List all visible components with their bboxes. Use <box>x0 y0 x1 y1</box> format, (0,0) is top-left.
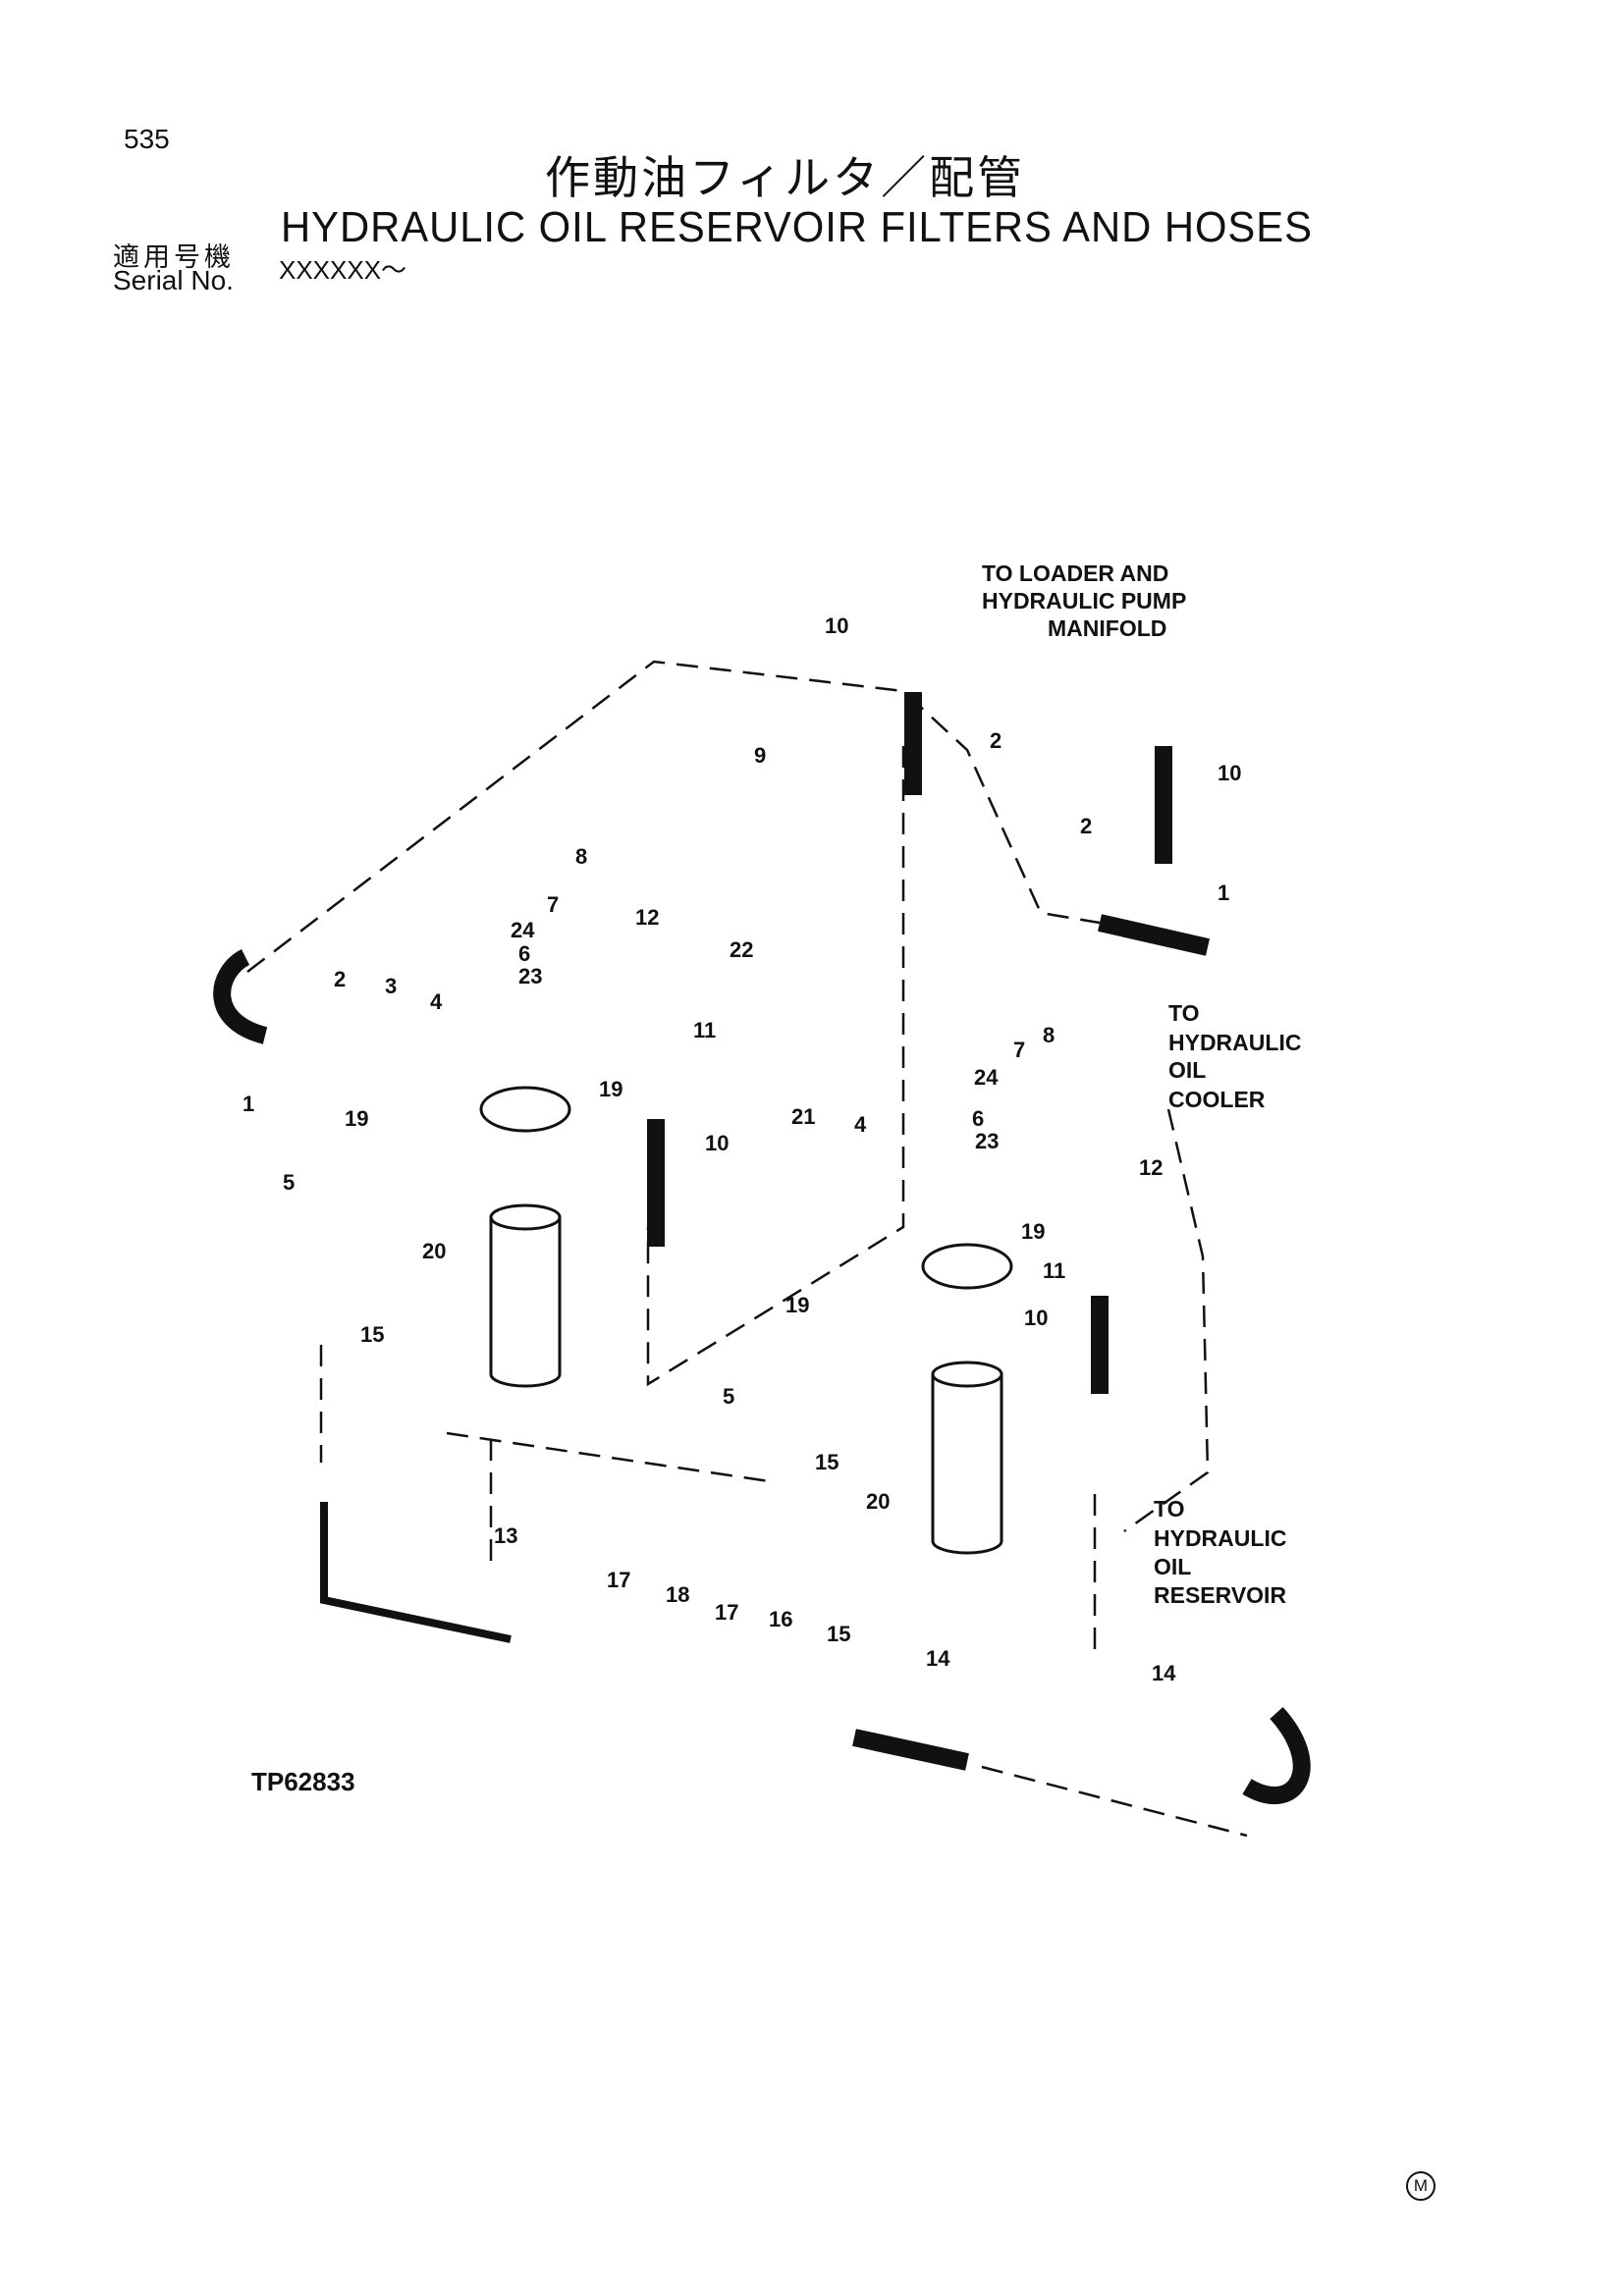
callout-24: 24 <box>974 1065 999 1090</box>
callout-17: 17 <box>607 1568 630 1592</box>
note-to-loader: TO LOADER AND <box>982 561 1168 586</box>
callout-19: 19 <box>345 1106 368 1131</box>
callout-4: 4 <box>854 1112 867 1137</box>
note-to-cooler: TO <box>1168 1000 1200 1026</box>
callout-19: 19 <box>785 1293 809 1317</box>
callout-19: 19 <box>599 1077 623 1101</box>
callout-7: 7 <box>1013 1038 1025 1062</box>
note-to-reservoir: OIL <box>1154 1554 1191 1579</box>
callout-8: 8 <box>575 844 587 869</box>
callout-10: 10 <box>705 1131 729 1155</box>
callout-12: 12 <box>635 905 659 930</box>
callout-10: 10 <box>1218 761 1241 785</box>
note-to-loader: MANIFOLD <box>1048 615 1166 641</box>
callout-13: 13 <box>494 1523 517 1548</box>
callout-20: 20 <box>422 1239 446 1263</box>
connection-lines <box>246 660 1248 1838</box>
callout-15: 15 <box>827 1622 850 1646</box>
note-to-loader: HYDRAULIC PUMP <box>982 588 1186 614</box>
callout-23: 23 <box>518 964 542 988</box>
callout-14: 14 <box>1152 1661 1176 1685</box>
serial-label-english: Serial No. <box>113 265 234 295</box>
callout-3: 3 <box>385 974 397 998</box>
callout-11: 11 <box>1043 1258 1065 1283</box>
callout-12: 12 <box>1139 1155 1163 1180</box>
callout-2: 2 <box>1080 814 1092 838</box>
page-title-japanese: 作動油フィルタ／配管 <box>545 151 1026 204</box>
callout-22: 22 <box>730 937 753 962</box>
callout-14: 14 <box>926 1646 950 1671</box>
callout-23: 23 <box>975 1129 999 1153</box>
callout-18: 18 <box>666 1582 689 1607</box>
serial-label-japanese: 適用号機 <box>113 242 235 273</box>
page-number: 535 <box>124 124 170 154</box>
circled-m-mark: M <box>1406 2171 1435 2201</box>
callout-15: 15 <box>815 1450 839 1474</box>
destination-notes: TO LOADER AND HYDRAULIC PUMP MANIFOLD TO… <box>982 561 1301 1608</box>
callout-9: 9 <box>754 743 766 768</box>
callout-8: 8 <box>1043 1023 1055 1047</box>
figure-id: TP62833 <box>251 1767 355 1796</box>
callout-10: 10 <box>1024 1306 1048 1330</box>
note-to-reservoir: TO <box>1154 1496 1185 1522</box>
callout-2: 2 <box>990 728 1001 753</box>
callout-1: 1 <box>1218 881 1229 905</box>
callout-labels: 1 1 2 2 2 3 4 4 5 5 6 6 7 7 8 8 9 10 10 … <box>243 614 1241 1685</box>
note-to-cooler: COOLER <box>1168 1087 1266 1112</box>
callout-7: 7 <box>547 892 559 917</box>
callout-15: 15 <box>360 1322 384 1347</box>
callout-24: 24 <box>511 918 535 942</box>
callout-17: 17 <box>715 1600 738 1625</box>
page-title-english: HYDRAULIC OIL RESERVOIR FILTERS AND HOSE… <box>281 203 1313 251</box>
callout-6: 6 <box>972 1106 984 1131</box>
note-to-reservoir: RESERVOIR <box>1154 1582 1286 1608</box>
callout-19: 19 <box>1021 1219 1045 1244</box>
callout-20: 20 <box>866 1489 890 1514</box>
callout-2: 2 <box>334 967 346 991</box>
callout-10: 10 <box>825 614 848 638</box>
serial-number-value: XXXXXX～ <box>279 255 407 285</box>
filter-canisters <box>479 1086 1013 1555</box>
callout-21: 21 <box>791 1104 815 1129</box>
callout-16: 16 <box>769 1607 792 1631</box>
callout-5: 5 <box>283 1170 295 1195</box>
callout-6: 6 <box>518 941 530 966</box>
hoses <box>213 692 1311 1804</box>
note-to-cooler: OIL <box>1168 1057 1206 1083</box>
note-to-cooler: HYDRAULIC <box>1168 1030 1301 1055</box>
callout-4: 4 <box>430 989 443 1014</box>
callout-1: 1 <box>243 1092 254 1116</box>
callout-11: 11 <box>693 1018 716 1042</box>
note-to-reservoir: HYDRAULIC <box>1154 1525 1286 1551</box>
callout-5: 5 <box>723 1384 734 1409</box>
